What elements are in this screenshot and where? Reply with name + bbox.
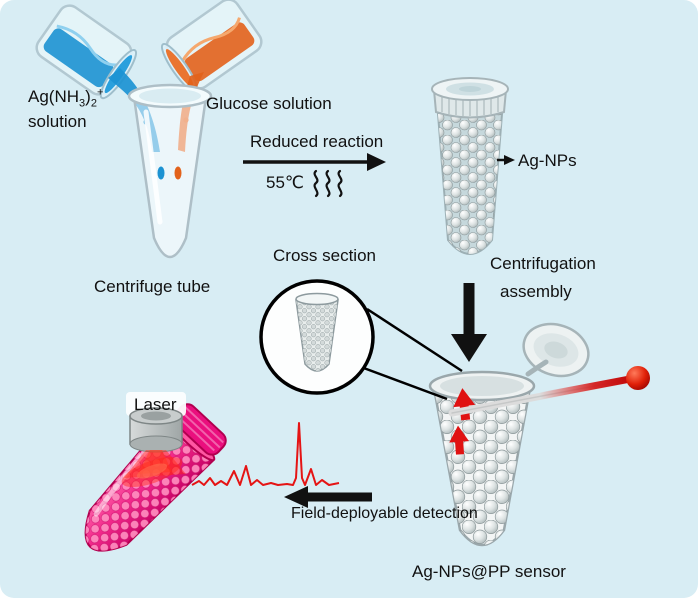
blue-drop: [157, 166, 165, 180]
raman-spectrum-trace: [191, 422, 340, 486]
cross-section-magnifier: [259, 279, 463, 401]
blue-pour-stream: [108, 68, 160, 152]
field-detection-label: Field-deployable detection: [291, 505, 478, 522]
ag-formula-paren: ): [85, 87, 91, 106]
cap-hinge: [525, 359, 549, 377]
agnps-tube: [431, 77, 509, 255]
centrifugation-assembly-label-line2: assembly: [500, 282, 572, 301]
ag-formula-charge: +: [96, 86, 104, 99]
agnps-label: Ag-NPs: [518, 151, 577, 170]
swab-red-tip: [626, 366, 650, 390]
detection-left-arrow-icon: [284, 486, 372, 508]
sensor-tube-open-cap: [522, 322, 590, 378]
glucose-solution-label: Glucose solution: [206, 94, 332, 113]
reaction-right-arrow-icon: [243, 153, 386, 171]
orange-drop: [174, 166, 182, 180]
centrifuge-tube: [127, 83, 213, 259]
ag-formula-sub2: 2: [90, 97, 97, 110]
heat-waves-icon: [313, 169, 343, 198]
laser-label: Laser: [134, 395, 177, 414]
agnps-pointer-arrow-icon: [497, 155, 515, 165]
analyte-up-arrow-icon: [453, 388, 476, 421]
centrifugation-down-arrow-icon: [451, 283, 487, 362]
glucose-beaker: [161, 0, 263, 94]
sensor-tube: [428, 322, 650, 547]
ag-formula-prefix: Ag(NH: [28, 87, 80, 106]
sampling-swab: [448, 366, 650, 417]
cross-section-mini-tube: [295, 292, 339, 372]
ag-solution-line2: solution: [28, 112, 87, 132]
pink-sensor-tube: [84, 403, 227, 552]
laser-device: [121, 392, 186, 488]
analyte-up-arrow-icon: [449, 425, 470, 455]
centrifuge-tube-label: Centrifuge tube: [94, 277, 211, 296]
ag-formula-sub3: 3: [79, 97, 86, 110]
cross-section-label: Cross section: [273, 246, 376, 265]
reduced-reaction-label: Reduced reaction: [250, 132, 384, 151]
centrifugation-assembly-label-line1: Centrifugation: [490, 254, 596, 273]
ag-solution-label: Ag(NH3)2+ solution: [28, 86, 103, 132]
temperature-label: 55℃: [266, 173, 305, 192]
sensor-name-label: Ag-NPs@PP sensor: [412, 562, 566, 581]
